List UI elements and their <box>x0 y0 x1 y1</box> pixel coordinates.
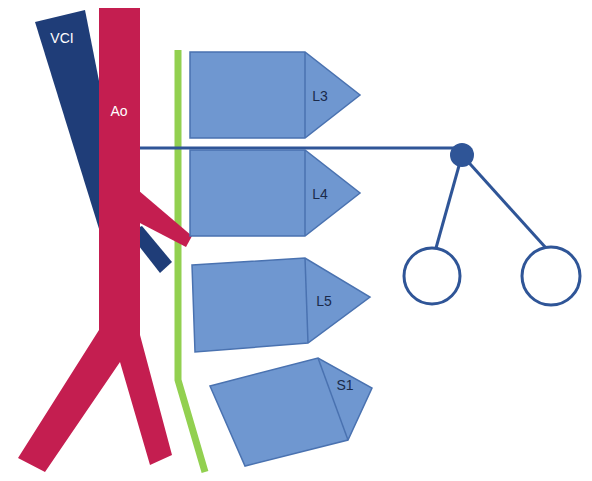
process-outline <box>304 52 306 138</box>
probe-line <box>462 155 546 248</box>
vertebra-shape <box>190 52 360 138</box>
vessel: Ao <box>99 8 140 333</box>
vertebra-shape <box>210 358 372 466</box>
vertebra-shape <box>190 52 362 140</box>
vessel-label: VCI <box>50 30 73 46</box>
process-outline <box>304 150 306 236</box>
probe-ring <box>522 247 580 305</box>
vessel-label: Ao <box>110 103 127 119</box>
probe-line <box>140 147 462 150</box>
vertebra-shape <box>190 150 360 236</box>
vertebra: L4 <box>190 150 362 238</box>
artery-branch <box>138 190 192 247</box>
process-outline <box>305 258 308 343</box>
vertebra-shape <box>208 354 374 468</box>
probe-ring <box>404 248 460 304</box>
vertebra-label: L5 <box>316 293 332 309</box>
aorta-shape <box>99 8 140 333</box>
vertebra: L3 <box>190 52 362 140</box>
vertebra: S1 <box>208 354 374 468</box>
vertebra-label: L3 <box>312 88 328 104</box>
vertebra: L5 <box>190 256 372 354</box>
aorta-shape <box>99 8 140 333</box>
vertebra-shape <box>190 150 362 238</box>
probe-dot <box>450 143 474 167</box>
vertebra-label: S1 <box>336 377 353 393</box>
aortic-bifurcation <box>18 318 172 472</box>
vertebra-shape <box>190 256 372 354</box>
vertebra-shape <box>192 258 370 352</box>
vertebra-label: L4 <box>312 186 328 202</box>
probe-line <box>436 155 462 248</box>
process-outline <box>318 358 348 440</box>
